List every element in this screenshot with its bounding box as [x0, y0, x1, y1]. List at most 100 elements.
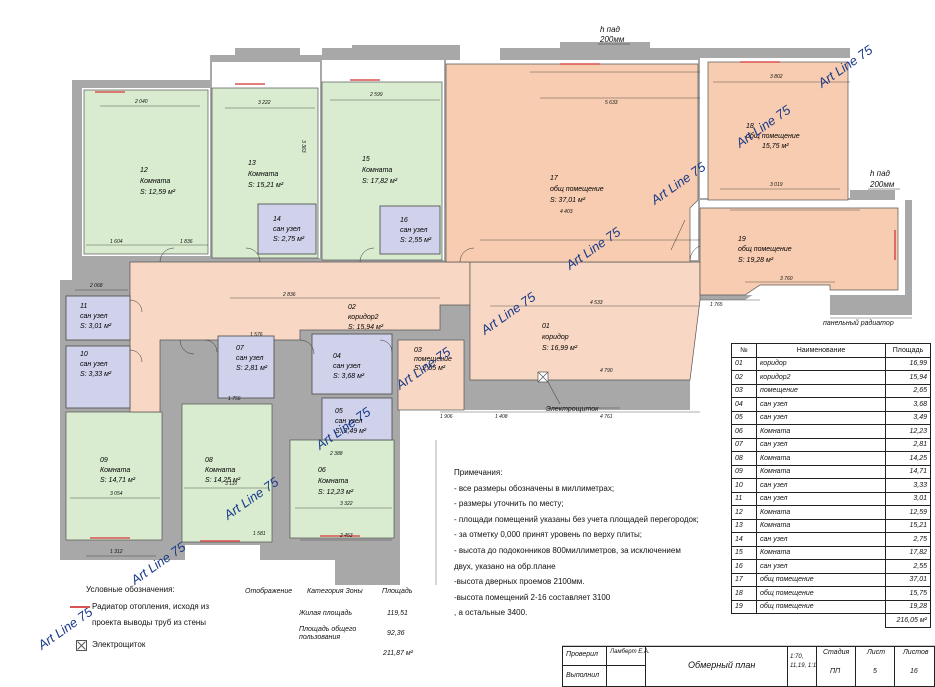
row-area: 15,75 — [885, 586, 931, 601]
electric-panel-icon — [76, 640, 87, 651]
row-no: 07 — [731, 437, 757, 452]
dim-label: 3 054 — [110, 491, 123, 497]
radiator-swatch — [70, 606, 90, 608]
area-common-label: Площадь общего — [299, 626, 357, 633]
room-17-no: 17 — [550, 175, 559, 182]
row-name: сан узел — [756, 397, 886, 412]
tb-sheets: 16 — [910, 668, 918, 675]
room-11 — [65, 295, 131, 341]
row-name: общ помещение — [756, 572, 886, 587]
room-17 — [445, 63, 699, 263]
tb-sheets-label: Листов — [903, 649, 929, 656]
room-13-name: Комната — [248, 171, 278, 178]
panel-radiator-label: панельный радиатор — [823, 319, 894, 327]
row-area: 15,21 — [885, 518, 931, 533]
room-05-area: S: 3,49 м² — [335, 428, 367, 435]
row-name: коридор2 — [756, 370, 886, 385]
note-line: - за отметку 0,000 принят уровень по вер… — [454, 530, 642, 540]
room-11-name: сан узел — [80, 313, 108, 320]
tb-sheet-label: Лист — [867, 649, 886, 656]
row-no: 02 — [731, 370, 757, 385]
note-line: , а остальные 3400. — [454, 608, 528, 618]
row-no: 17 — [731, 572, 757, 587]
row-area: 14,71 — [885, 464, 931, 479]
tb-stage: ПП — [830, 668, 841, 675]
room-06-no: 06 — [318, 467, 326, 474]
room-15-name: Комната — [362, 167, 392, 174]
row-no: 13 — [731, 518, 757, 533]
row-area: 2,65 — [885, 383, 931, 398]
common-rooms — [445, 61, 899, 296]
room-14-area: S: 2,75 м² — [273, 236, 305, 243]
room-04-area: S: 3,68 м² — [333, 373, 365, 380]
living-rooms — [65, 81, 443, 543]
room-01-name: коридор — [542, 333, 569, 341]
room-05-no: 05 — [335, 408, 343, 415]
row-area: 2,81 — [885, 437, 931, 452]
room-02-no: 02 — [348, 304, 356, 311]
room-03-name: помещение — [414, 356, 452, 363]
row-area: 3,68 — [885, 397, 931, 412]
row-name: сан узел — [756, 532, 886, 547]
tb-author: Ламберт Е.А. — [610, 649, 650, 655]
room-18 — [707, 61, 849, 201]
dim-label: 2 068 — [89, 283, 103, 289]
row-no: 08 — [731, 451, 757, 466]
room-01-no: 01 — [542, 323, 550, 330]
row-area: 3,49 — [885, 410, 931, 425]
room-07 — [217, 335, 275, 399]
dim-label: 4 790 — [600, 368, 613, 374]
room-16-no: 16 — [400, 217, 408, 224]
room-16-area: S: 2,55 м² — [400, 237, 432, 244]
room-07-name: сан узел — [236, 355, 264, 362]
room-18-name: общ помещение — [746, 132, 800, 140]
room-08-no: 08 — [205, 457, 213, 464]
row-name: Комната — [756, 505, 886, 520]
dim-label: 2 388 — [329, 451, 343, 457]
tb-cell — [606, 665, 646, 687]
room-10 — [65, 345, 131, 409]
row-area: 15,94 — [885, 370, 931, 385]
dim-label: 3 019 — [770, 182, 783, 188]
room-12-area: S: 12,59 м² — [140, 189, 176, 196]
row-name: сан узел — [756, 478, 886, 493]
note-line: - высота до подоконников 800миллиметров,… — [454, 545, 681, 555]
room-07-no: 07 — [236, 345, 245, 352]
room-12 — [83, 89, 209, 255]
dim-label: 4 403 — [560, 209, 573, 215]
row-name: сан узел — [756, 437, 886, 452]
legend-radiator-label-2: проекта выводы труб из стены — [92, 618, 207, 627]
dim-label: 1 312 — [110, 549, 123, 555]
room-labels: 01 коридор S: 16,99 м² 02 коридор2 S: 15… — [80, 123, 800, 496]
tb-checked: Проверил — [566, 651, 598, 658]
room-14-no: 14 — [273, 216, 281, 223]
dim-label: 2 040 — [134, 99, 148, 105]
row-no: 14 — [731, 532, 757, 547]
doors — [129, 219, 701, 363]
h-pod-label-1: h пад — [600, 25, 621, 34]
row-name: Комната — [756, 518, 886, 533]
room-17-name: общ помещение — [550, 185, 604, 193]
row-name: общ помещение — [756, 586, 886, 601]
header-name: Наименование — [756, 343, 886, 358]
dim-label: 2 599 — [369, 92, 383, 98]
room-08-area: S: 14,25 м² — [205, 477, 241, 484]
room-11-no: 11 — [80, 303, 87, 310]
room-03-area: S: 2,65 м² — [414, 365, 446, 372]
note-line: - размеры уточнить по месту; — [454, 499, 564, 509]
tb-scale-2: 11,19, 1:1 — [790, 663, 817, 669]
dim-label: 1 906 — [440, 414, 453, 420]
room-09-no: 09 — [100, 457, 108, 464]
room-03 — [397, 339, 465, 411]
header-area: Площадь — [885, 343, 931, 358]
dimension-lines — [70, 71, 912, 585]
h-pod-value-2: 200мм — [869, 180, 895, 189]
h-pod-value-1: 200мм — [599, 35, 625, 44]
